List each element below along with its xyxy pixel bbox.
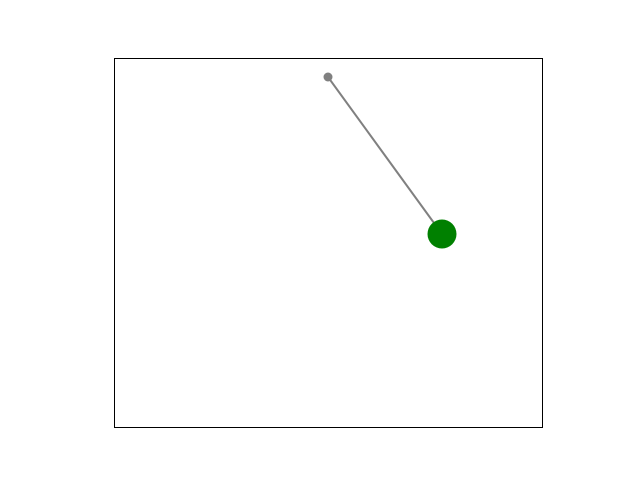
pendulum-pivot: [323, 72, 333, 82]
pendulum-bob: [427, 219, 457, 249]
pendulum-rod: [327, 76, 443, 235]
axes-frame: [114, 58, 543, 428]
